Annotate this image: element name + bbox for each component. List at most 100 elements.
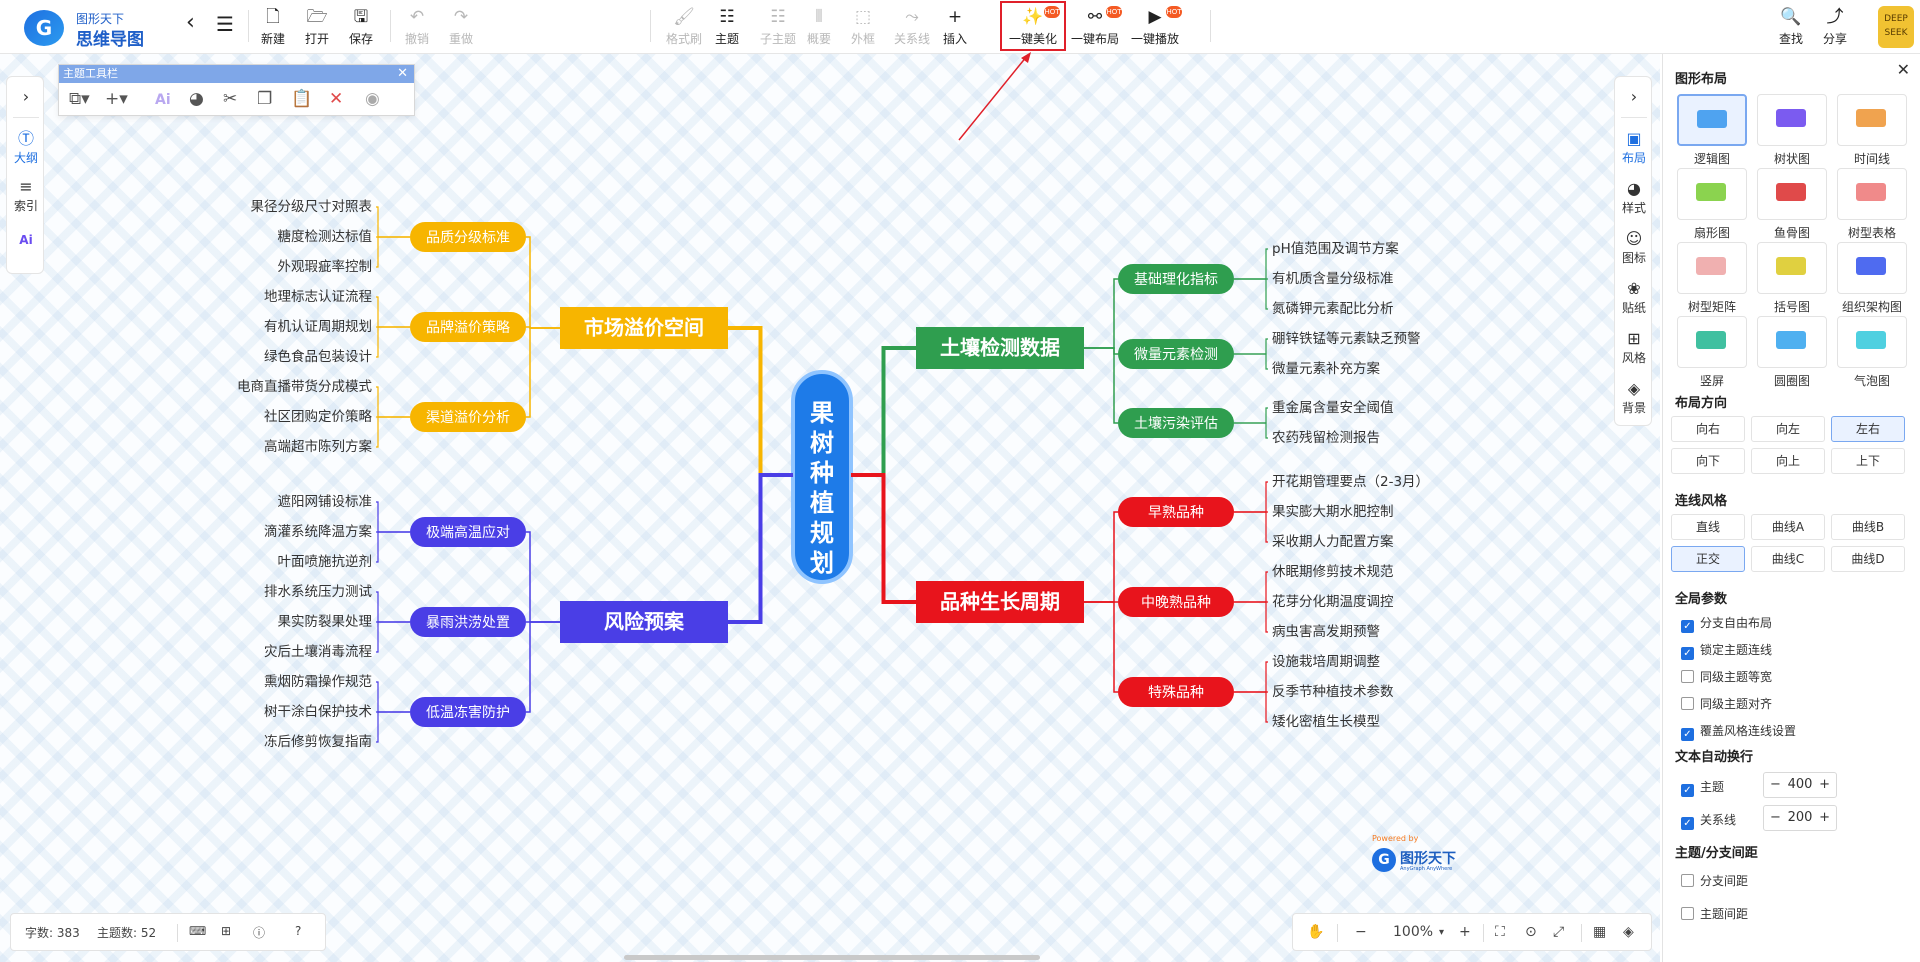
zoom-in-icon[interactable]: +: [1459, 924, 1471, 940]
fit-icon[interactable]: ⛶: [1495, 924, 1505, 940]
dirs-option-2[interactable]: 左右: [1831, 416, 1905, 442]
ai-icon[interactable]: Ai: [19, 233, 33, 247]
lines-option-3[interactable]: 正交: [1671, 546, 1745, 572]
globals-checkbox-1[interactable]: ✓锁定主题连线: [1681, 641, 1772, 660]
toolbar-folder-button[interactable]: 🗁打开: [302, 4, 332, 50]
help-icon[interactable]: ?: [295, 924, 302, 938]
checkbox-icon[interactable]: ✓: [1681, 784, 1694, 797]
lines-option-2[interactable]: 曲线B: [1831, 514, 1905, 540]
globals-checkbox-2[interactable]: 同级主题等宽: [1681, 668, 1772, 685]
layout-option-8[interactable]: [1837, 242, 1907, 294]
toolbar-share-button[interactable]: ⤴分享: [1820, 4, 1850, 50]
checkbox-icon[interactable]: [1681, 670, 1694, 683]
checkbox-icon[interactable]: [1681, 907, 1694, 920]
sub-topic[interactable]: [1118, 339, 1234, 369]
layout-option-1[interactable]: [1757, 94, 1827, 146]
layout-option-6[interactable]: [1677, 242, 1747, 294]
rail-item-4[interactable]: ⊞风格: [1615, 329, 1653, 366]
toolbar-topic-button[interactable]: ☷主题: [712, 4, 742, 50]
rail-index[interactable]: ≡索引: [7, 177, 45, 214]
lines-option-4[interactable]: 曲线C: [1751, 546, 1825, 572]
toolbar-subtopic-button[interactable]: ☷子主题: [758, 4, 798, 50]
delete-icon[interactable]: ✕: [329, 89, 344, 109]
lines-option-0[interactable]: 直线: [1671, 514, 1745, 540]
toolbar-brush-button[interactable]: 🖌格式刷: [664, 4, 704, 50]
sub-topic[interactable]: [410, 402, 526, 432]
dirs-option-3[interactable]: 向下: [1671, 448, 1745, 474]
toolbar-plus-button[interactable]: +插入: [940, 4, 970, 50]
checkbox-icon[interactable]: ✓: [1681, 817, 1694, 830]
checkbox-icon[interactable]: ✓: [1681, 728, 1694, 741]
globals-checkbox-4[interactable]: ✓覆盖风格连线设置: [1681, 722, 1796, 741]
checkbox-icon[interactable]: [1681, 697, 1694, 710]
cut-icon[interactable]: ✂: [223, 89, 238, 109]
toolbar-relation-button[interactable]: ⤳关系线: [892, 4, 932, 50]
toolbar-redo-button[interactable]: ↷重做: [446, 4, 476, 50]
layout-option-0[interactable]: [1677, 94, 1747, 146]
collapse-panel-icon[interactable]: ›: [1630, 87, 1638, 106]
checkbox-icon[interactable]: ✓: [1681, 647, 1694, 660]
close-icon[interactable]: ✕: [1896, 60, 1910, 79]
layout-option-10[interactable]: [1757, 316, 1827, 368]
checkbox-icon[interactable]: [1681, 874, 1694, 887]
plus-icon[interactable]: +: [1819, 810, 1830, 825]
sub-topic[interactable]: [1118, 587, 1234, 617]
copy-style-icon[interactable]: ⧉▾: [69, 89, 90, 109]
lines-option-5[interactable]: 曲线D: [1831, 546, 1905, 572]
fullscreen-icon[interactable]: ⤢: [1553, 924, 1565, 940]
zoom-level[interactable]: 100%: [1393, 924, 1434, 940]
menu-icon[interactable]: ☰: [216, 12, 234, 36]
center-icon[interactable]: ⊙: [1525, 924, 1537, 940]
dirs-option-0[interactable]: 向右: [1671, 416, 1745, 442]
toolbar-undo-button[interactable]: ↶撤销: [402, 4, 432, 50]
horizontal-scrollbar[interactable]: [624, 955, 1040, 960]
toolbar-search-button[interactable]: 🔍查找: [1776, 4, 1806, 50]
value-stepper[interactable]: −200+: [1763, 805, 1837, 831]
back-icon[interactable]: ‹: [186, 10, 195, 35]
toolbar-summary-button[interactable]: ⦀概要: [804, 4, 834, 50]
map-icon[interactable]: ▦: [1593, 924, 1607, 940]
sub-topic[interactable]: [410, 517, 526, 547]
dirs-option-4[interactable]: 向上: [1751, 448, 1825, 474]
sub-topic[interactable]: [1118, 497, 1234, 527]
layout-option-4[interactable]: [1757, 168, 1827, 220]
toolbar-file-button[interactable]: 🗋新建: [258, 4, 288, 50]
rail-item-0[interactable]: ▣布局: [1615, 129, 1653, 166]
sub-topic[interactable]: [1118, 408, 1234, 438]
dirs-option-5[interactable]: 上下: [1831, 448, 1905, 474]
rail-item-2[interactable]: ☺图标: [1615, 229, 1653, 266]
globals-checkbox-3[interactable]: 同级主题对齐: [1681, 695, 1772, 712]
eye-icon[interactable]: ◉: [365, 89, 380, 109]
minus-icon[interactable]: −: [1770, 810, 1781, 825]
layout-option-9[interactable]: [1677, 316, 1747, 368]
globals-checkbox-0[interactable]: ✓分支自由布局: [1681, 614, 1772, 633]
wraps-checkbox-1[interactable]: ✓关系线: [1681, 811, 1736, 830]
copy-icon[interactable]: ❐: [257, 89, 273, 109]
add-topic-icon[interactable]: +▾: [105, 89, 128, 109]
hand-icon[interactable]: ✋: [1307, 924, 1325, 940]
main-topic[interactable]: [560, 601, 728, 643]
toolbar-boundary-button[interactable]: ⬚外框: [848, 4, 878, 50]
zoom-out-icon[interactable]: −: [1355, 924, 1367, 940]
layout-option-3[interactable]: [1677, 168, 1747, 220]
keyboard-icon[interactable]: ⌨: [189, 924, 207, 938]
paste-icon[interactable]: 📋: [291, 89, 313, 109]
rail-item-5[interactable]: ◈背景: [1615, 379, 1653, 416]
wraps-checkbox-0[interactable]: ✓主题: [1681, 778, 1724, 797]
spacings-checkbox-0[interactable]: 分支间距: [1681, 872, 1748, 889]
layout-option-11[interactable]: [1837, 316, 1907, 368]
palette-icon[interactable]: ◕: [189, 89, 204, 109]
rail-item-3[interactable]: ❀贴纸: [1615, 279, 1653, 316]
layout-switch-icon[interactable]: ⊞: [221, 924, 232, 938]
close-icon[interactable]: ✕: [397, 66, 408, 81]
stepper-value[interactable]: 400: [1787, 777, 1813, 792]
sub-topic[interactable]: [410, 697, 526, 727]
info-icon[interactable]: ⓘ: [253, 926, 266, 940]
sub-topic[interactable]: [1118, 677, 1234, 707]
toolbar-save-button[interactable]: 🖫保存: [346, 4, 376, 50]
sub-topic[interactable]: [1118, 264, 1234, 294]
